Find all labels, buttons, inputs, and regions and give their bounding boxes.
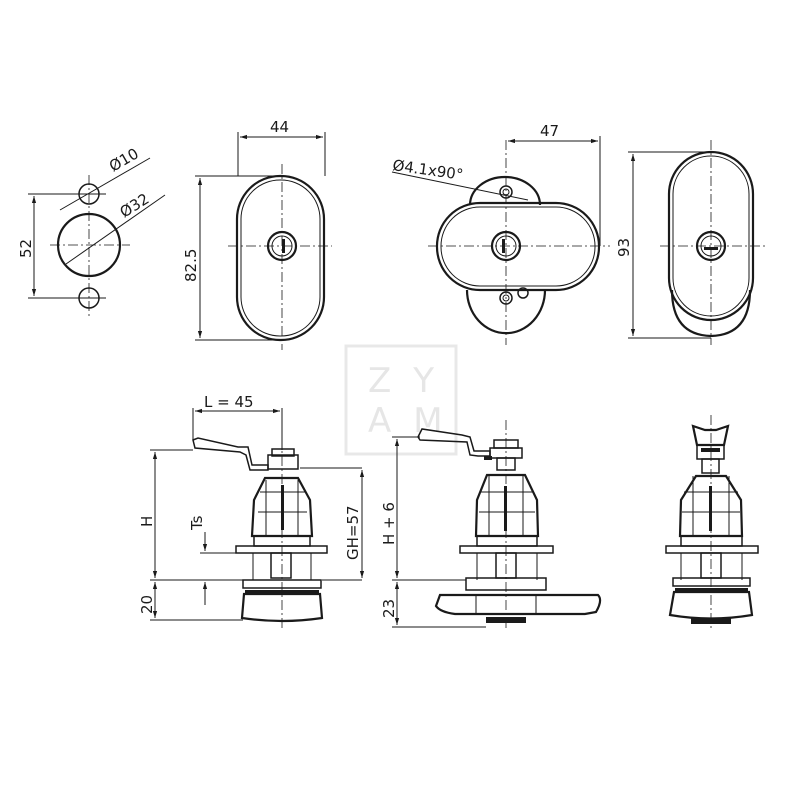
front-oval-view: 93 [615,140,765,345]
dim-base: 23 [380,599,398,618]
front-wide-view: 47 Ø4.1x90° [391,122,610,345]
svg-text:ZY: ZY [368,361,456,401]
dim-width: 44 [270,118,289,136]
side-lever-view: L = 45 H 20 Ts GH=57 [138,393,365,630]
dim-width: 47 [540,122,559,140]
dim-height: 93 [615,238,633,257]
dim-height: 82.5 [182,249,200,282]
dim-thickness: Ts [188,515,206,531]
cutout-view: 52 Ø10 Ø32 [17,144,166,318]
side-knob-view [665,415,759,630]
dim-spacing: 52 [17,239,35,258]
dim-height-h: H [138,516,156,527]
side-wing-view: H + 6 23 [380,420,602,630]
watermark: ZY AM [344,344,465,456]
front-narrow-view: 44 82.5 [182,118,332,350]
dim-small-hole: Ø10 [106,144,142,175]
dim-height-h6: H + 6 [380,502,398,545]
svg-text:AM: AM [368,401,465,441]
dim-lever-length: L = 45 [204,393,254,411]
dim-gh: GH=57 [344,505,362,560]
dim-base: 20 [138,595,156,614]
